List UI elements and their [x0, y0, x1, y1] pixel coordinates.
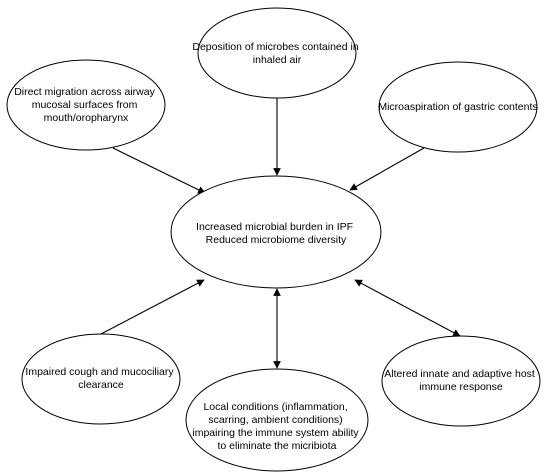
- node-bottom-line-1: Local conditions (inflammation,: [203, 401, 347, 413]
- node-center-shape: [170, 175, 382, 289]
- node-right-bottom-label: Altered innate and adaptive host immune …: [384, 368, 538, 393]
- node-top-shape: [197, 7, 357, 99]
- node-top: Deposition of microbes contained in inha…: [192, 7, 361, 99]
- node-right-top-line-1: Microaspiration of gastric contents: [378, 101, 537, 113]
- node-left-bottom-label: Impaired cough and mucociliary clearance: [25, 366, 176, 391]
- node-center-label: Increased microbial burden in IPF Reduce…: [196, 221, 356, 246]
- node-left-top-shape: [6, 59, 166, 151]
- node-left-bottom-line-1: Impaired cough and mucociliary: [25, 366, 174, 378]
- node-left-top-line-1: Direct migration across airway: [14, 86, 155, 98]
- node-center: Increased microbial burden in IPF Reduce…: [170, 175, 382, 289]
- node-bottom: Local conditions (inflammation, scarring…: [185, 368, 369, 472]
- node-left-bottom-line-2: clearance: [78, 379, 124, 391]
- node-left-top-label: Direct migration across airway mucosal s…: [14, 86, 158, 124]
- node-center-line-1: Increased microbial burden in IPF: [196, 221, 353, 233]
- node-bottom-shape: [185, 368, 369, 472]
- node-bottom-line-2: scarring, ambient conditions): [208, 414, 342, 426]
- node-bottom-line-4: to eliminate the micribiota: [217, 440, 336, 452]
- node-top-line-2: inhaled air: [253, 54, 302, 66]
- node-left-top-line-2: mucosal surfaces from: [32, 99, 138, 111]
- node-bottom-label: Local conditions (inflammation, scarring…: [192, 401, 361, 452]
- node-left-top-line-3: mouth/oropharynx: [44, 112, 129, 124]
- node-right-bottom-line-1: Altered innate and adaptive host: [384, 368, 535, 380]
- node-right-top-shape: [378, 61, 538, 153]
- node-right-bottom: Altered innate and adaptive host immune …: [381, 335, 541, 427]
- node-right-top: Microaspiration of gastric contents: [378, 61, 538, 153]
- node-right-bottom-shape: [381, 335, 541, 427]
- edge-center-to-right-bottom-arrow: [354, 279, 461, 337]
- node-left-bottom-shape: [21, 333, 181, 425]
- edge-left-top-to-center-arrow: [112, 147, 206, 194]
- node-left-bottom: Impaired cough and mucociliary clearance: [21, 333, 181, 425]
- node-bottom-line-3: impairing the immune system ability: [192, 427, 359, 439]
- edges-layer: [100, 98, 461, 369]
- node-top-line-1: Deposition of microbes contained in: [192, 41, 359, 53]
- node-center-line-2: Reduced microbiome diversity: [206, 234, 347, 246]
- edge-left-bottom-to-center-arrow: [100, 279, 205, 335]
- node-top-label: Deposition of microbes contained in inha…: [192, 41, 361, 66]
- node-right-top-label: Microaspiration of gastric contents: [378, 101, 537, 113]
- node-right-bottom-line-2: immune response: [419, 381, 503, 393]
- node-left-top: Direct migration across airway mucosal s…: [6, 59, 166, 151]
- edge-right-top-to-center-arrow: [349, 147, 425, 191]
